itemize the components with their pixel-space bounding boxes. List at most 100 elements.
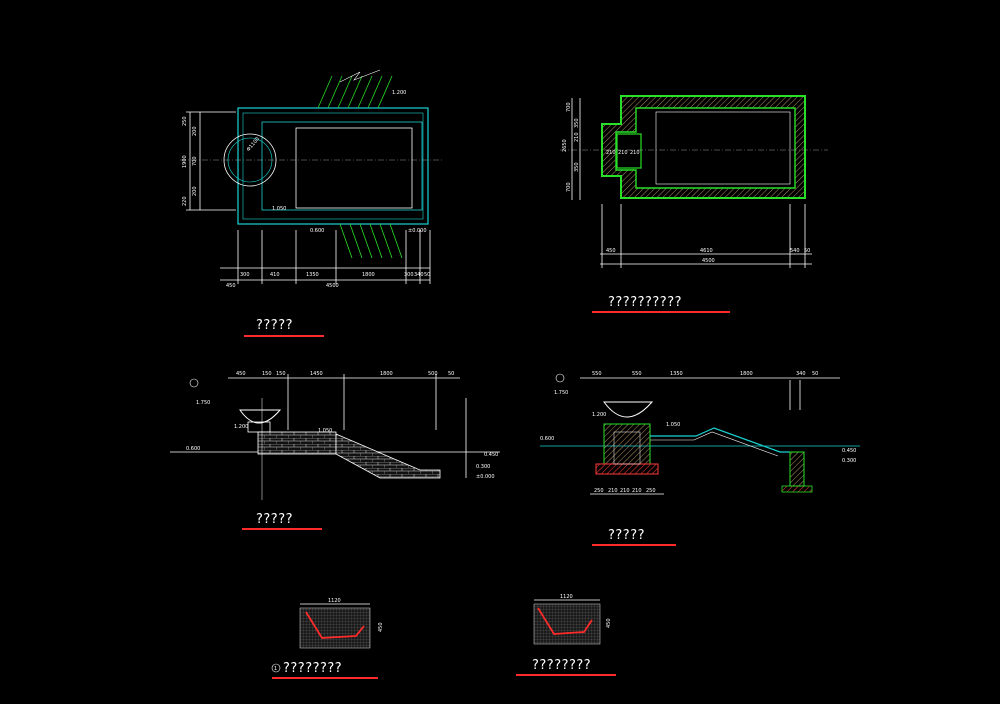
structure-column	[616, 133, 642, 169]
title-section-underline	[592, 544, 676, 546]
structure-dims-left: 700 350 210 2650 350 700	[562, 102, 580, 192]
svg-text:1800: 1800	[740, 371, 753, 377]
plan-stairs-bottom	[339, 223, 403, 259]
section-column	[603, 423, 651, 465]
structure-dims-bottom: 450 4610 540 50 4500	[606, 248, 810, 264]
svg-text:410: 410	[270, 272, 280, 278]
svg-text:50: 50	[812, 371, 818, 377]
svg-text:500: 500	[428, 371, 438, 377]
svg-text:550: 550	[592, 371, 602, 377]
svg-text:4610: 4610	[700, 248, 713, 254]
svg-text:2650: 2650	[562, 139, 568, 152]
svg-text:50: 50	[804, 248, 810, 254]
title-structure-plan: ??????????	[608, 295, 682, 310]
svg-text:300: 300	[404, 272, 414, 278]
svg-text:700: 700	[566, 182, 572, 192]
title-elevation-underline	[242, 528, 322, 530]
svg-text:210: 210	[574, 132, 580, 142]
title-detail-b-underline	[516, 674, 616, 676]
svg-text:1900: 1900	[182, 155, 188, 168]
section-slope	[650, 427, 790, 453]
section-dims-top: 550 550 1350 1800 340 50	[592, 371, 818, 377]
svg-text:0.450: 0.450	[484, 452, 498, 458]
detail-b-curve	[537, 607, 593, 635]
svg-text:450: 450	[236, 371, 246, 377]
title-plan: ?????	[256, 318, 293, 333]
svg-text:1.200: 1.200	[592, 412, 606, 418]
svg-text:1120: 1120	[560, 594, 573, 600]
svg-text:210: 210	[632, 488, 642, 494]
svg-text:450: 450	[606, 618, 612, 628]
svg-text:250: 250	[182, 116, 188, 126]
svg-text:250: 250	[646, 488, 656, 494]
svg-text:540: 540	[790, 248, 800, 254]
elevation-bowl	[239, 409, 282, 424]
svg-text:550: 550	[632, 371, 642, 377]
section-dims	[580, 377, 840, 495]
svg-text:0.300: 0.300	[842, 458, 856, 464]
svg-text:300: 300	[240, 272, 250, 278]
svg-text:1.050: 1.050	[666, 422, 680, 428]
svg-text:340: 340	[414, 272, 424, 278]
title-detail-b: ????????	[532, 658, 592, 673]
svg-text:1120: 1120	[328, 598, 341, 604]
title-structure-underline	[592, 311, 730, 313]
plan-bowl-diameter: Φ1100	[246, 136, 261, 153]
svg-text:1.200: 1.200	[234, 424, 248, 430]
svg-text:150: 150	[276, 371, 286, 377]
structure-dims-mid: 210 210 210	[606, 150, 640, 156]
svg-text:50: 50	[424, 272, 430, 278]
svg-text:150: 150	[262, 371, 272, 377]
structure-basin	[655, 111, 791, 185]
elevation-levels: 1.750 1.200 1.050 0.600 0.450 0.300 ±0.0…	[186, 400, 498, 480]
plan-outer-boundary	[237, 107, 429, 225]
svg-text:1450: 1450	[310, 371, 323, 377]
plan-basin	[295, 127, 413, 209]
svg-text:450: 450	[378, 622, 384, 632]
svg-text:1350: 1350	[670, 371, 683, 377]
title-elevation: ?????	[256, 512, 293, 527]
structure-plan-drawing: 700 350 210 2650 350 700 210 210 210 450…	[560, 95, 828, 268]
svg-text:1.750: 1.750	[554, 390, 568, 396]
svg-text:0.600: 0.600	[186, 446, 200, 452]
svg-text:210: 210	[620, 488, 630, 494]
svg-text:210: 210	[630, 150, 640, 156]
svg-text:0.600: 0.600	[540, 436, 554, 442]
structure-dims	[571, 98, 812, 268]
section-dims-bottom: 250 210 210 210 250	[594, 488, 656, 494]
svg-text:220: 220	[182, 196, 188, 206]
detail-a-marker	[271, 663, 281, 673]
plan-level-right: ±0.000	[408, 228, 427, 234]
elevation-dims-top: 450 150 150 1450 1800 500 50	[236, 371, 454, 377]
svg-text:700: 700	[566, 102, 572, 112]
elevation-wall	[257, 431, 337, 455]
svg-text:350: 350	[574, 162, 580, 172]
plan-dimensions	[186, 111, 431, 284]
section-levels: 1.750 1.200 1.050 0.600 0.450 0.300	[540, 390, 856, 464]
svg-text:210: 210	[608, 488, 618, 494]
elevation-marker-circle	[189, 378, 199, 388]
section-footing	[595, 463, 659, 475]
plan-drawing: 1.200 ±0.000 0.600 1.050 Φ1100 300 410 1…	[180, 69, 442, 289]
svg-text:0.300: 0.300	[476, 464, 490, 470]
svg-text:4500: 4500	[702, 258, 715, 264]
structure-inner-wall	[615, 107, 796, 189]
svg-text:340: 340	[796, 371, 806, 377]
title-detail-a: ????????	[283, 661, 343, 676]
detail-a-marker-number: 1	[274, 666, 277, 672]
svg-text:4500: 4500	[326, 283, 339, 289]
title-plan-underline	[244, 335, 324, 337]
elevation-dims	[228, 374, 467, 478]
detail-b-drawing: 1120 450	[533, 594, 612, 645]
plan-level-bottom: 0.600	[310, 228, 324, 234]
plan-level-mid: 1.050	[272, 206, 286, 212]
svg-text:700: 700	[192, 156, 198, 166]
elevation-steps	[335, 433, 441, 479]
elevation-drawing: 1.750 1.200 1.050 0.600 0.450 0.300 ±0.0…	[170, 371, 500, 500]
plan-pool-outline	[261, 121, 423, 211]
plan-dims-left: 250 200 700 1900 200 220	[182, 116, 198, 206]
svg-text:200: 200	[192, 186, 198, 196]
section-drawing: 1.750 1.200 1.050 0.600 0.450 0.300 550 …	[540, 371, 860, 495]
svg-text:50: 50	[448, 371, 454, 377]
